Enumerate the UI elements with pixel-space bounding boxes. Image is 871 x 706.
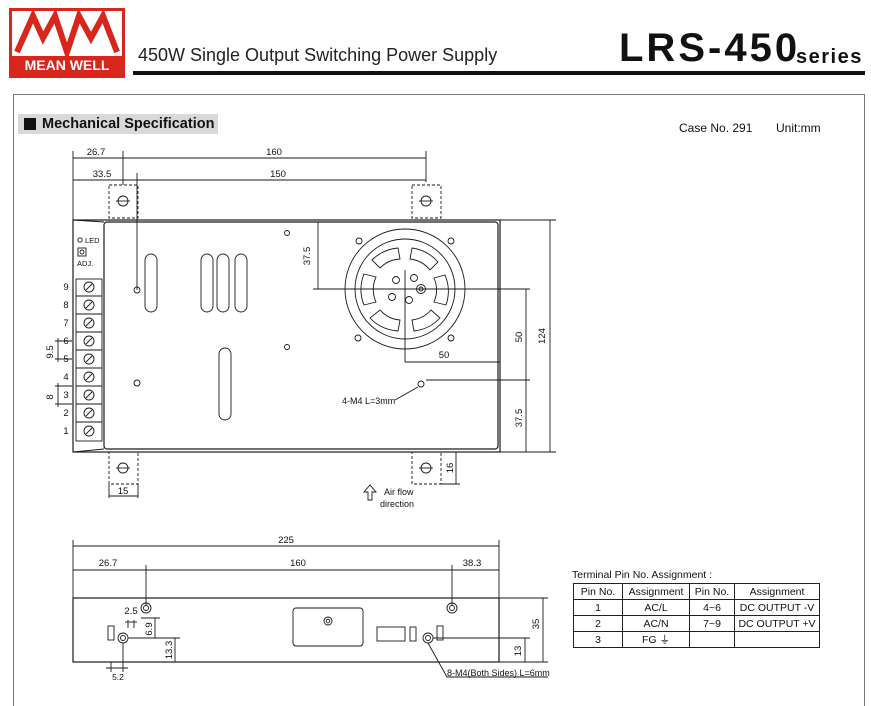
dim-26-7: 26.7 <box>87 147 106 158</box>
header-divider <box>133 71 865 75</box>
header-assignment-2: Assignment <box>734 583 820 600</box>
top-screw-note: 4-M4 L=3mm <box>342 396 395 406</box>
dim-37-5-top: 37.5 <box>302 247 313 266</box>
dim-8: 8 <box>45 394 56 399</box>
logo-text: MEAN WELL <box>25 57 110 73</box>
assignment-cell: AC/L <box>622 599 690 616</box>
terminal-5-label: 5 <box>63 354 68 365</box>
dim-50-horizontal: 50 <box>439 350 450 361</box>
dim-35: 35 <box>531 619 542 630</box>
pin-cell <box>689 631 735 648</box>
terminal-4-label: 4 <box>63 372 68 383</box>
dim-124: 124 <box>537 328 548 344</box>
section-title: Mechanical Specification <box>42 116 215 132</box>
dim-15: 15 <box>118 486 129 497</box>
terminal-screws <box>83 281 95 437</box>
assignment-cell: FG ⏚ <box>622 631 690 648</box>
pin-cell: 3 <box>573 631 623 648</box>
table-row: 3 FG ⏚ <box>573 631 820 648</box>
table-row: 1 AC/L 4~6 DC OUTPUT -V <box>573 599 820 616</box>
pin-cell: 7~9 <box>689 615 735 632</box>
terminal-1-label: 1 <box>63 426 68 437</box>
dim-2-5: 2.5 <box>124 606 137 617</box>
assignment-cell <box>734 631 820 648</box>
pin-table-title: Terminal Pin No. Assignment : <box>572 569 713 581</box>
mean-well-logo: MEAN WELL <box>9 8 125 78</box>
terminal-9-label: 9 <box>63 282 68 293</box>
dim-225: 225 <box>278 535 294 546</box>
airflow-label-2: direction <box>380 499 414 509</box>
dim-37-5-bottom: 37.5 <box>514 409 525 428</box>
airflow-arrow-icon <box>363 484 377 501</box>
series-label: series <box>796 46 863 68</box>
dim-160-side: 160 <box>290 558 306 569</box>
dim-5-2: 5.2 <box>112 672 124 682</box>
dim-50-vertical: 50 <box>514 332 525 343</box>
dim-26-7-side: 26.7 <box>99 558 118 569</box>
assignment-cell: DC OUTPUT -V <box>734 599 820 616</box>
dim-38-3: 38.3 <box>463 558 482 569</box>
header-pin-no: Pin No. <box>573 583 623 600</box>
header-pin-no-2: Pin No. <box>689 583 735 600</box>
dim-150: 150 <box>270 169 286 180</box>
side-view: 225 26.7 160 38.3 2.5 6.9 13.3 5.2 <box>72 535 550 682</box>
pin-cell: 2 <box>573 615 623 632</box>
terminal-6-label: 6 <box>63 336 68 347</box>
table-header-row: Pin No. Assignment Pin No. Assignment <box>573 583 820 600</box>
dim-6-9: 6.9 <box>144 622 155 635</box>
pin-assignment-table: Pin No. Assignment Pin No. Assignment 1 … <box>573 583 820 648</box>
section-tab <box>18 114 218 134</box>
terminal-7-label: 7 <box>63 318 68 329</box>
adj-label: ADJ. <box>77 259 93 268</box>
dim-13-3: 13.3 <box>164 641 175 660</box>
terminal-2-label: 2 <box>63 408 68 419</box>
assignment-cell: AC/N <box>622 615 690 632</box>
table-row: 2 AC/N 7~9 DC OUTPUT +V <box>573 615 820 632</box>
case-number: Case No. 291 <box>679 121 753 135</box>
assignment-cell: DC OUTPUT +V <box>734 615 820 632</box>
dim-16: 16 <box>445 463 456 474</box>
dim-33-5: 33.5 <box>93 169 112 180</box>
led-label: LED <box>85 236 100 245</box>
dim-9-5: 9.5 <box>45 345 56 358</box>
unit-label: Unit:mm <box>776 121 821 135</box>
top-view: 26.7 160 33.5 150 <box>45 147 556 509</box>
pin-cell: 1 <box>573 599 623 616</box>
pin-cell: 4~6 <box>689 599 735 616</box>
airflow-label: Air flow <box>384 487 414 497</box>
model-name: LRS-450 <box>619 26 801 70</box>
dim-160: 160 <box>266 147 282 158</box>
terminal-8-label: 8 <box>63 300 68 311</box>
drawing-frame <box>13 94 865 706</box>
section-bullet <box>24 118 36 130</box>
header-assignment: Assignment <box>622 583 690 600</box>
dim-13: 13 <box>513 646 524 657</box>
document-subtitle: 450W Single Output Switching Power Suppl… <box>138 45 498 65</box>
side-screw-note: 8-M4(Both Sides) L=6mm <box>447 668 550 678</box>
terminal-3-label: 3 <box>63 390 68 401</box>
